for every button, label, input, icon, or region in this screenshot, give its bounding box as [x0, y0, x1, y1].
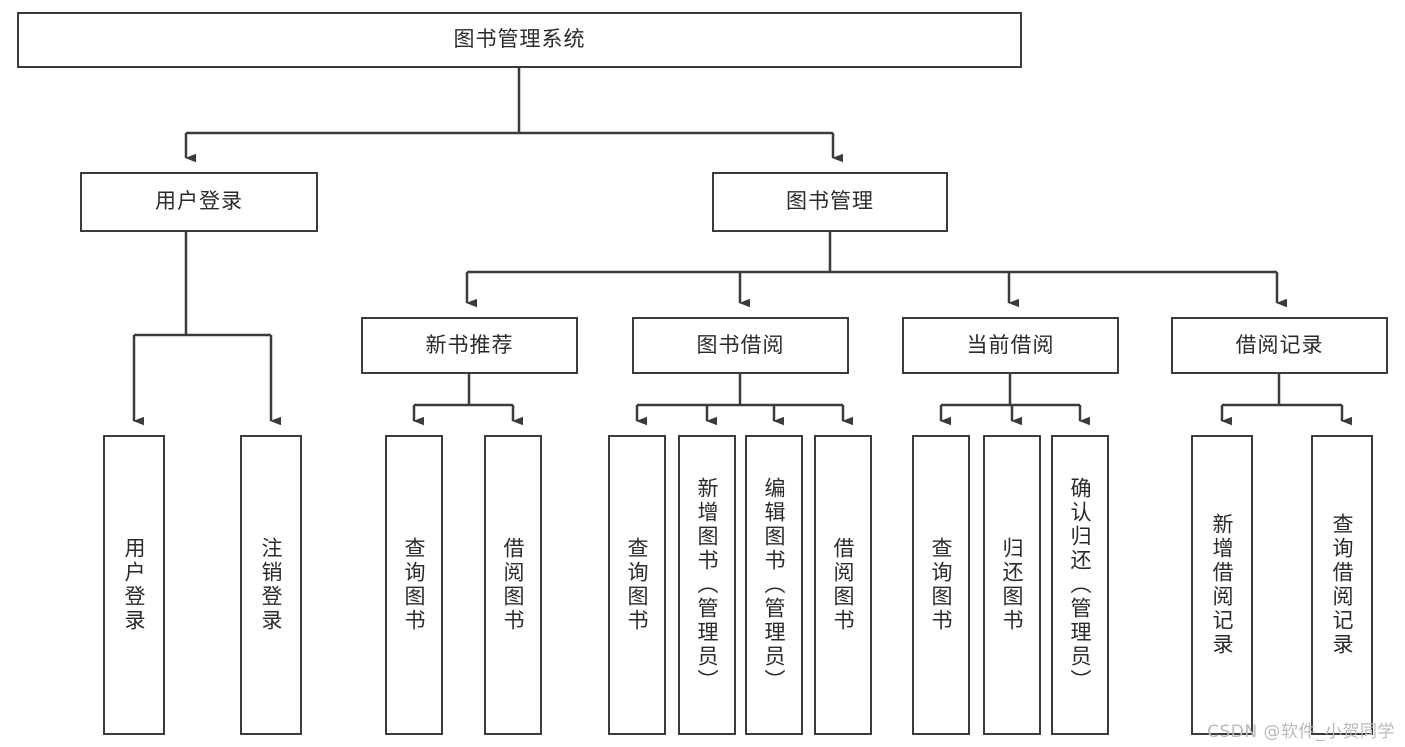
leaf-logout-label: 注销登录 [259, 537, 284, 633]
leaf-confirm-return-admin[interactable]: 确认归还（管理员） [1051, 435, 1109, 735]
leaf-edit-book-admin[interactable]: 编辑图书（管理员） [745, 435, 803, 735]
leaf-add-borrow-record-label: 新增借阅记录 [1210, 513, 1235, 657]
node-user-login[interactable]: 用户登录 [80, 172, 318, 232]
leaf-query-book-current-label: 查询图书 [929, 537, 954, 633]
node-new-book-recommend-label: 新书推荐 [425, 332, 514, 357]
leaf-add-book-admin[interactable]: 新增图书（管理员） [678, 435, 736, 735]
leaf-user-login[interactable]: 用户登录 [103, 435, 165, 735]
leaf-add-book-admin-label: 新增图书（管理员） [695, 477, 720, 693]
node-book-borrow[interactable]: 图书借阅 [632, 317, 849, 374]
leaf-return-book[interactable]: 归还图书 [983, 435, 1041, 735]
node-book-management[interactable]: 图书管理 [712, 172, 948, 232]
node-root[interactable]: 图书管理系统 [17, 12, 1022, 68]
node-new-book-recommend[interactable]: 新书推荐 [361, 317, 578, 374]
leaf-query-book-borrow-label: 查询图书 [625, 537, 650, 633]
leaf-borrow-book-newbook-label: 借阅图书 [501, 537, 526, 633]
node-borrow-records-label: 借阅记录 [1235, 332, 1324, 357]
leaf-query-borrow-record[interactable]: 查询借阅记录 [1311, 435, 1373, 735]
leaf-confirm-return-admin-label: 确认归还（管理员） [1068, 477, 1093, 693]
leaf-logout[interactable]: 注销登录 [240, 435, 302, 735]
leaf-return-book-label: 归还图书 [1000, 537, 1025, 633]
node-current-borrow[interactable]: 当前借阅 [902, 317, 1119, 374]
leaf-edit-book-admin-label: 编辑图书（管理员） [762, 477, 787, 693]
node-root-label: 图书管理系统 [453, 27, 586, 52]
leaf-query-book-current[interactable]: 查询图书 [912, 435, 970, 735]
csdn-watermark: CSDN @软件_小贺同学 [1207, 722, 1395, 742]
leaf-user-login-label: 用户登录 [122, 537, 147, 633]
leaf-query-book-newbook-label: 查询图书 [402, 537, 427, 633]
node-user-login-label: 用户登录 [155, 189, 243, 214]
node-current-borrow-label: 当前借阅 [966, 332, 1055, 357]
leaf-query-book-borrow[interactable]: 查询图书 [608, 435, 666, 735]
leaf-borrow-book-newbook[interactable]: 借阅图书 [484, 435, 542, 735]
node-borrow-records[interactable]: 借阅记录 [1171, 317, 1388, 374]
leaf-add-borrow-record[interactable]: 新增借阅记录 [1191, 435, 1253, 735]
leaf-borrow-book[interactable]: 借阅图书 [814, 435, 872, 735]
leaf-query-borrow-record-label: 查询借阅记录 [1330, 513, 1355, 657]
node-book-borrow-label: 图书借阅 [696, 332, 785, 357]
node-book-management-label: 图书管理 [786, 189, 874, 214]
leaf-borrow-book-label: 借阅图书 [831, 537, 856, 633]
leaf-query-book-newbook[interactable]: 查询图书 [385, 435, 443, 735]
